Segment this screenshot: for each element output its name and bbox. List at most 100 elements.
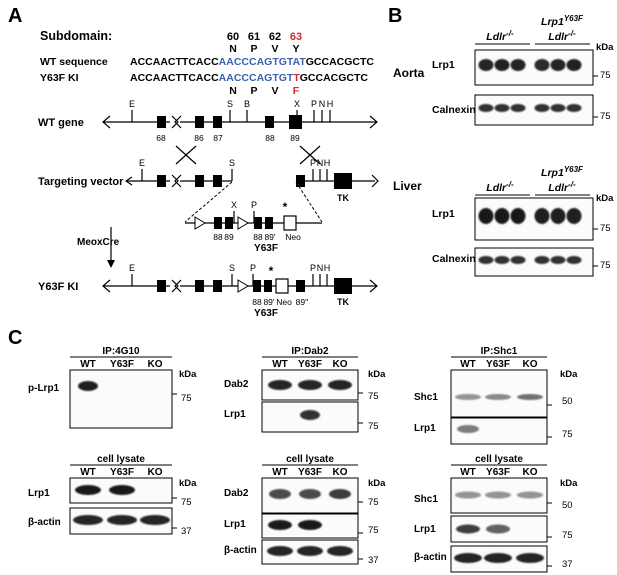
aorta-calnexin-blot-band-0	[478, 104, 494, 112]
tk-label-vector: TK	[337, 193, 349, 203]
c2-lrp1-blot-band-1	[300, 410, 320, 420]
col2-lys-lrp1-marker: 75	[368, 525, 379, 536]
aa-wt-62: V	[271, 43, 278, 55]
col1-lrp1-label: Lrp1	[28, 488, 50, 499]
liver-calnexin-blot-band-4	[550, 256, 566, 264]
c3-lys-shc1-blot-band-2	[517, 491, 543, 499]
wt-sequence-label: WT sequence	[40, 56, 108, 68]
insert-guides	[184, 181, 323, 223]
meoxcre-label: MeoxCre	[77, 237, 120, 248]
panel-b-blots	[474, 49, 598, 277]
liver-calnexin-blot	[474, 247, 594, 277]
insert-exon-89: 89	[224, 232, 234, 242]
lane-label-ko: KO	[148, 359, 163, 370]
site-x-insert: X	[231, 200, 237, 210]
c3-lys-lrp1-blot-band-0	[456, 524, 480, 534]
ki-exon-88: 88	[252, 297, 262, 307]
site-p2-ki: P	[310, 263, 316, 273]
c3-actin-blot-band-2	[516, 553, 544, 563]
liver-group-lrp1: Lrp1Y63F	[541, 165, 584, 179]
ki-y63f-label: Y63F	[254, 308, 278, 319]
ki-seq-subdomain: AACCCAGTGT	[219, 72, 294, 84]
col2-actin-marker: 37	[368, 555, 379, 566]
ki-neo-label: Neo	[276, 297, 292, 307]
aorta-lrp1-blot-band-2	[510, 59, 526, 71]
liver-lrp1-blot	[474, 197, 594, 241]
wt-seq-suffix: GCCACGCTC	[306, 56, 375, 68]
c3-lrp1-blot-band-0	[457, 425, 479, 433]
crossover-marks	[175, 145, 321, 165]
col3-lys-lrp1-label: Lrp1	[414, 524, 436, 535]
liver-group-ldlr2: Ldlr-/-	[548, 180, 576, 194]
c3-lys-shc1-blot-band-0	[455, 491, 481, 499]
wt-sequence: ACCAACTTCACCAACCCAGTGTATGCCACGCTC	[130, 56, 374, 68]
c3-actin-blot-band-1	[484, 553, 512, 563]
liver-lrp1-blot-band-2	[510, 208, 526, 224]
col3-lysate-kda: kDa	[560, 478, 578, 489]
ki-sequence-label: Y63F KI	[40, 72, 79, 84]
ki-exon-89pp: 89''	[296, 297, 309, 307]
c2-dab2-blot-band-0	[268, 380, 292, 390]
site-p-tv: P	[310, 158, 316, 168]
aa-wt-61: P	[250, 43, 257, 55]
aa-ki-63: F	[293, 85, 300, 97]
codon-63: 63	[290, 31, 302, 43]
site-x-wt: X	[294, 99, 300, 109]
aorta-lrp1-label: Lrp1	[432, 59, 455, 71]
liver-lrp1-blot-band-0	[478, 208, 494, 224]
site-p-ki: P	[250, 263, 256, 273]
lane-label-wt: WT	[272, 359, 288, 370]
lane-label-ko: KO	[523, 359, 538, 370]
site-n-ki: N	[317, 263, 324, 273]
col1-plrp1-marker: 75	[181, 393, 192, 404]
lane-label-wt: WT	[460, 467, 476, 478]
c3-lys-shc1-blot	[450, 477, 548, 514]
liver-kda: kDa	[596, 193, 614, 204]
exon-label-88: 88	[265, 133, 275, 143]
col1-lysate-kda: kDa	[179, 478, 197, 489]
aorta-calnexin-blot	[474, 94, 594, 126]
exon-89	[289, 115, 302, 129]
exon-label-89: 89	[290, 133, 300, 143]
col3-lys-lrp1-marker: 75	[562, 530, 573, 541]
ki-seq-prefix: ACCAACTTCACC	[130, 72, 219, 84]
col2-lysate-kda: kDa	[368, 478, 386, 489]
lane-label-wt: WT	[272, 467, 288, 478]
tk-cassette-ki	[334, 278, 352, 294]
targeting-vector-label: Targeting vector	[38, 176, 124, 188]
lane-label-wt: WT	[80, 359, 96, 370]
exon-88	[265, 116, 274, 128]
wt-seq-subdomain: AACCCAGTGTA	[219, 56, 301, 68]
c2-actin-blot-band-1	[297, 546, 323, 556]
mutation-asterisk-ki: *	[269, 264, 274, 278]
col3-lrp1-label: Lrp1	[414, 423, 436, 434]
aa-ki-62: V	[271, 85, 278, 97]
lane-label-wt: WT	[80, 467, 96, 478]
c3-actin-blot	[450, 545, 548, 573]
col3-lys-shc1-marker: 50	[562, 500, 573, 511]
codon-61: 61	[248, 31, 260, 43]
codon-60: 60	[227, 31, 239, 43]
site-s-wt: S	[227, 99, 233, 109]
aorta-lrp1-blot-band-4	[550, 59, 566, 71]
aorta-calnexin-label: Calnexin	[432, 104, 476, 116]
col3-ip-kda: kDa	[560, 369, 578, 380]
col2-dab2-marker: 75	[368, 391, 379, 402]
panel-c-blots	[69, 369, 552, 573]
panel-a: A Subdomain: 60 61 62 63 N P V Y WT sequ…	[8, 5, 379, 319]
c1-actin-blot-band-2	[140, 515, 170, 525]
site-h-wt: H	[327, 99, 334, 109]
aa-ki-60: N	[229, 85, 237, 97]
tk-label-ki: TK	[337, 297, 349, 307]
col3-shc1-marker: 50	[562, 396, 573, 407]
c2-lys-lrp1-blot-band-0	[268, 520, 292, 530]
c2-actin-blot-band-0	[267, 546, 293, 556]
exon-label-87: 87	[213, 133, 223, 143]
aa-wt-60: N	[229, 43, 237, 55]
c3-shc1-blot	[450, 369, 548, 418]
col3-lrp1-marker: 75	[562, 429, 573, 440]
col2-lys-lrp1-label: Lrp1	[224, 519, 246, 530]
c1-actin-blot-band-0	[73, 515, 103, 525]
col3-actin-label: β-actin	[414, 552, 447, 563]
aorta-calnexin-blot-band-3	[534, 104, 550, 112]
